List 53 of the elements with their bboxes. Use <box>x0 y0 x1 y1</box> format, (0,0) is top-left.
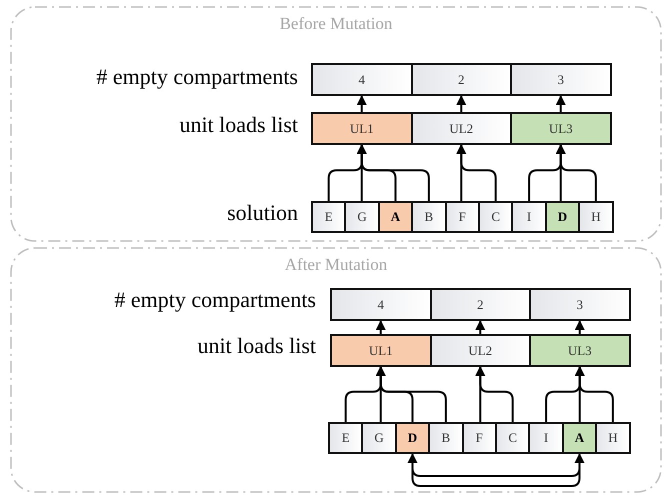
unit-load-cell: UL3 <box>529 334 630 367</box>
arrow <box>475 320 486 334</box>
row-label: unit loads list <box>197 333 316 359</box>
count-cell: 2 <box>410 63 512 96</box>
arrow <box>556 144 597 201</box>
solution-cell: E <box>311 201 346 233</box>
dashed-panel <box>10 247 662 493</box>
solution-cell: A <box>562 422 598 454</box>
count-cell: 4 <box>330 288 432 321</box>
solution-cell: B <box>411 201 447 233</box>
arrow <box>376 320 386 334</box>
arrow <box>412 453 584 487</box>
count-cell: 4 <box>311 63 412 96</box>
arrow <box>475 366 514 422</box>
arrow <box>356 95 367 112</box>
solution-cell: E <box>328 422 364 454</box>
solution-cell: H <box>595 422 631 454</box>
row-label: # empty compartments <box>114 287 316 313</box>
solution-cell: A <box>378 201 414 233</box>
row-label: unit loads list <box>179 112 298 138</box>
solution-cell: F <box>444 201 480 233</box>
solution-cell: D <box>394 422 430 454</box>
unit-load-cell: UL3 <box>510 112 612 145</box>
solution-cell: C <box>495 422 530 454</box>
unit-load-cell: UL2 <box>410 112 512 145</box>
unit-load-cell: UL1 <box>330 334 432 367</box>
solution-cell: I <box>528 422 564 454</box>
arrow <box>556 95 566 112</box>
row-label: # empty compartments <box>96 64 298 90</box>
solution-cell: I <box>511 201 547 233</box>
solution-cell: G <box>361 422 397 454</box>
solution-cell: G <box>344 201 380 233</box>
arrow <box>574 320 585 334</box>
count-cell: 3 <box>510 63 612 96</box>
arrow <box>356 144 430 201</box>
unit-load-cell: UL2 <box>430 334 531 367</box>
arrow <box>574 366 614 422</box>
row-label: solution <box>227 200 298 226</box>
panel-title: Before Mutation <box>278 14 394 34</box>
arrow <box>376 366 447 422</box>
solution-cell: F <box>462 422 497 454</box>
arrow <box>408 453 580 477</box>
solution-cell: H <box>578 201 614 233</box>
count-cell: 2 <box>430 288 531 321</box>
arrow <box>456 144 497 201</box>
solution-cell: B <box>428 422 464 454</box>
arrow <box>456 95 466 112</box>
unit-load-cell: UL1 <box>311 112 412 145</box>
dashed-panel <box>10 6 662 242</box>
panel-title: After Mutation <box>284 255 388 275</box>
count-cell: 3 <box>529 288 630 321</box>
solution-cell: C <box>478 201 514 233</box>
solution-cell: D <box>544 201 580 233</box>
